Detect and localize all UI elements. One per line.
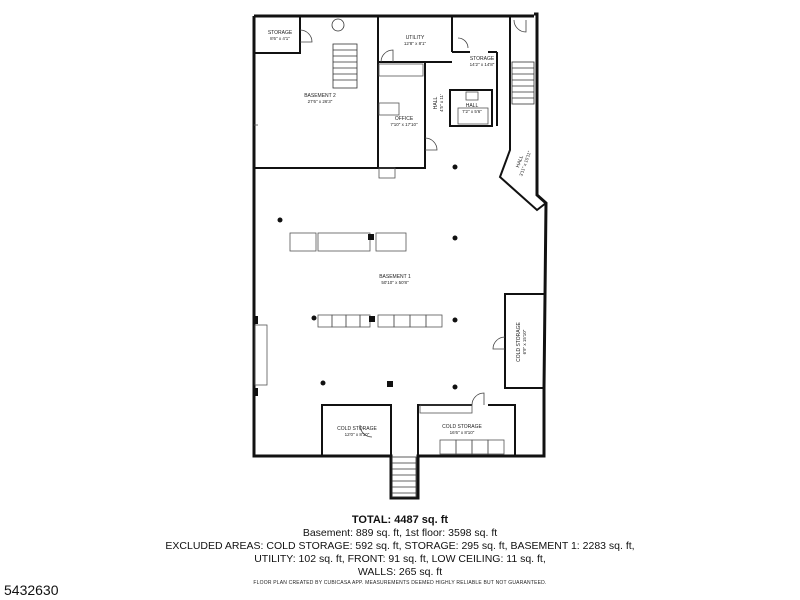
disclaimer-note: FLOOR PLAN CREATED BY CUBICASA APP. MEAS… <box>253 580 547 586</box>
excluded-areas-continued: UTILITY: 102 sq. ft, FRONT: 91 sq. ft, L… <box>254 553 546 565</box>
room-name: COLD STORAGE <box>442 424 482 430</box>
area-breakdown: Basement: 889 sq. ft, 1st floor: 3598 sq… <box>302 527 498 539</box>
room-name: BASEMENT 2 <box>304 93 336 99</box>
room-dimensions: 12'0" x 8'10" <box>345 432 370 437</box>
walls-area: WALLS: 265 sq. ft <box>357 566 443 578</box>
room-name: STORAGE <box>268 30 293 36</box>
room-dimensions: 4'5" x 11' <box>439 94 444 112</box>
columns <box>254 164 458 396</box>
room-name: COLD STORAGE <box>516 322 522 362</box>
total-area: TOTAL: 4487 sq. ft <box>351 514 449 526</box>
room-name: HALL <box>515 155 525 169</box>
room-dimensions: 50'10" x 50'8" <box>381 280 409 285</box>
room-dimensions: 14'2" x 14'8" <box>470 62 495 67</box>
room-dimensions: 8'6" x 4'1" <box>270 36 290 41</box>
room-name: COLD STORAGE <box>337 426 377 432</box>
room-labels: STORAGE 8'6" x 4'1" BASEMENT 2 27'6" x 2… <box>268 30 532 437</box>
room-dimensions: 16'6" x 8'10" <box>450 430 475 435</box>
fixtures <box>254 63 505 455</box>
room-dimensions: 12'8" x 8'1" <box>404 41 427 46</box>
room-name: BASEMENT 1 <box>379 274 411 280</box>
interior-walls <box>254 16 547 456</box>
excluded-areas: EXCLUDED AREAS: COLD STORAGE: 592 sq. ft… <box>165 540 635 552</box>
stairs <box>331 18 535 498</box>
room-name: HALL <box>433 97 439 110</box>
room-dimensions: 7'10" x 17'10" <box>390 122 418 127</box>
floor-plan: STORAGE 8'6" x 4'1" BASEMENT 2 27'6" x 2… <box>252 12 548 500</box>
outer-walls <box>252 12 548 500</box>
room-dimensions: 6'9" x 15'10" <box>522 329 527 354</box>
room-name: UTILITY <box>406 35 425 41</box>
room-name: HALL <box>466 103 479 109</box>
room-name: OFFICE <box>395 116 414 122</box>
listing-id: 5432630 <box>4 582 59 598</box>
room-dimensions: 27'6" x 26'3" <box>308 99 333 104</box>
room-name: STORAGE <box>470 56 495 62</box>
room-dimensions: 7'2" x 5'6" <box>462 109 482 114</box>
doors <box>299 19 527 438</box>
